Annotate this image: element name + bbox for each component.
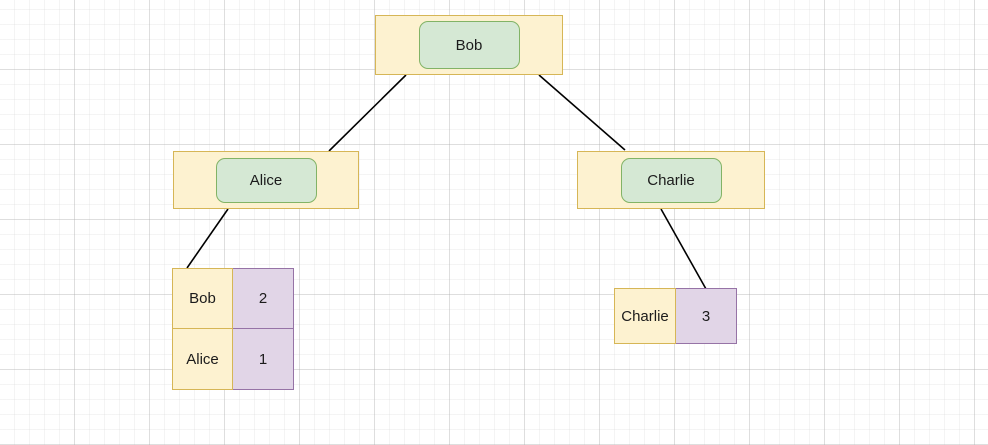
edge-bob-charlie [538,74,626,151]
edge-bob-alice [328,74,407,152]
table-cell-key: Bob [172,268,233,329]
table-cell-value: 1 [232,328,294,390]
node-person-alice[interactable]: Alice [215,157,317,203]
table-row[interactable]: Bob 2 [172,268,294,329]
table-cell-key: Alice [172,328,233,390]
table-cell-key: Charlie [614,288,676,344]
node-container-bob[interactable]: Bob [375,15,563,75]
table-cell-value: 2 [232,268,294,329]
edge-charlie-table [660,208,707,290]
node-person-bob[interactable]: Bob [418,21,520,69]
table-row[interactable]: Alice 1 [172,328,294,390]
node-container-charlie[interactable]: Charlie [577,151,765,209]
attribute-table-alice[interactable]: Bob 2 Alice 1 [172,268,294,390]
node-container-alice[interactable]: Alice [173,151,359,209]
node-label-charlie: Charlie [647,171,695,189]
node-person-charlie[interactable]: Charlie [620,157,722,203]
table-row[interactable]: Charlie 3 [614,288,737,344]
edge-alice-table [186,208,229,269]
attribute-table-charlie[interactable]: Charlie 3 [614,288,737,344]
node-label-alice: Alice [249,171,283,189]
table-cell-value: 3 [675,288,737,344]
node-label-bob: Bob [455,36,483,54]
